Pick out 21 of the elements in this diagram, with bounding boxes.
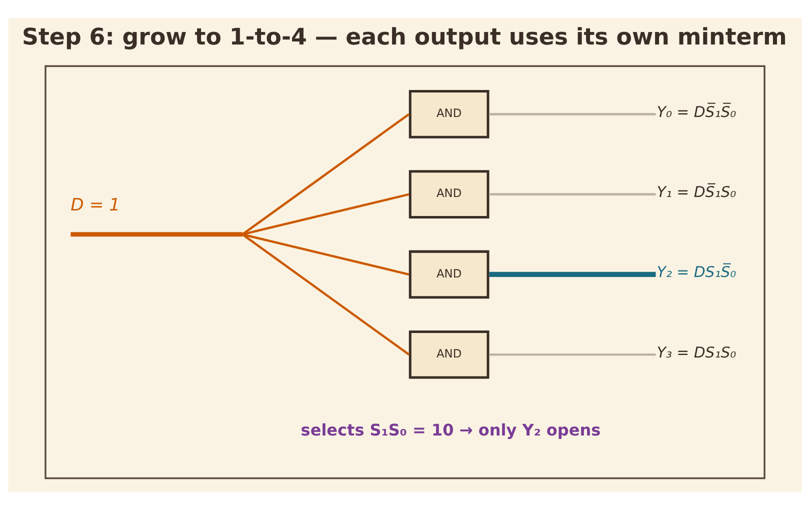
connector bbox=[242, 233, 410, 356]
connector bbox=[489, 113, 656, 116]
node-box: AND bbox=[408, 90, 490, 138]
node-box bbox=[70, 232, 242, 237]
node-text: Y₁ = DS̅₁S₀ bbox=[656, 183, 736, 202]
node-label: D = 1 bbox=[70, 195, 120, 216]
node-box: AND bbox=[408, 170, 490, 218]
connector bbox=[242, 193, 410, 236]
node-text: Y₃ = DS₁S₀ bbox=[656, 343, 736, 362]
connector bbox=[489, 272, 656, 278]
connector bbox=[242, 233, 410, 276]
label: selects S₁S₀ = 10 → only Y₂ opens bbox=[300, 420, 601, 440]
cluster bbox=[44, 65, 766, 480]
diagram-title: Step 6: grow to 1-to-4 — each output uses its own minterm bbox=[22, 24, 787, 50]
node-text: Y₀ = DS̅₁S̅₀ bbox=[656, 102, 736, 121]
connector bbox=[489, 193, 656, 196]
node-text: Y₂ = DS₁S̅₀ bbox=[656, 263, 736, 282]
connector bbox=[242, 113, 410, 236]
node-box: AND bbox=[408, 250, 490, 299]
node-box: AND bbox=[408, 330, 490, 379]
connector bbox=[489, 353, 656, 356]
